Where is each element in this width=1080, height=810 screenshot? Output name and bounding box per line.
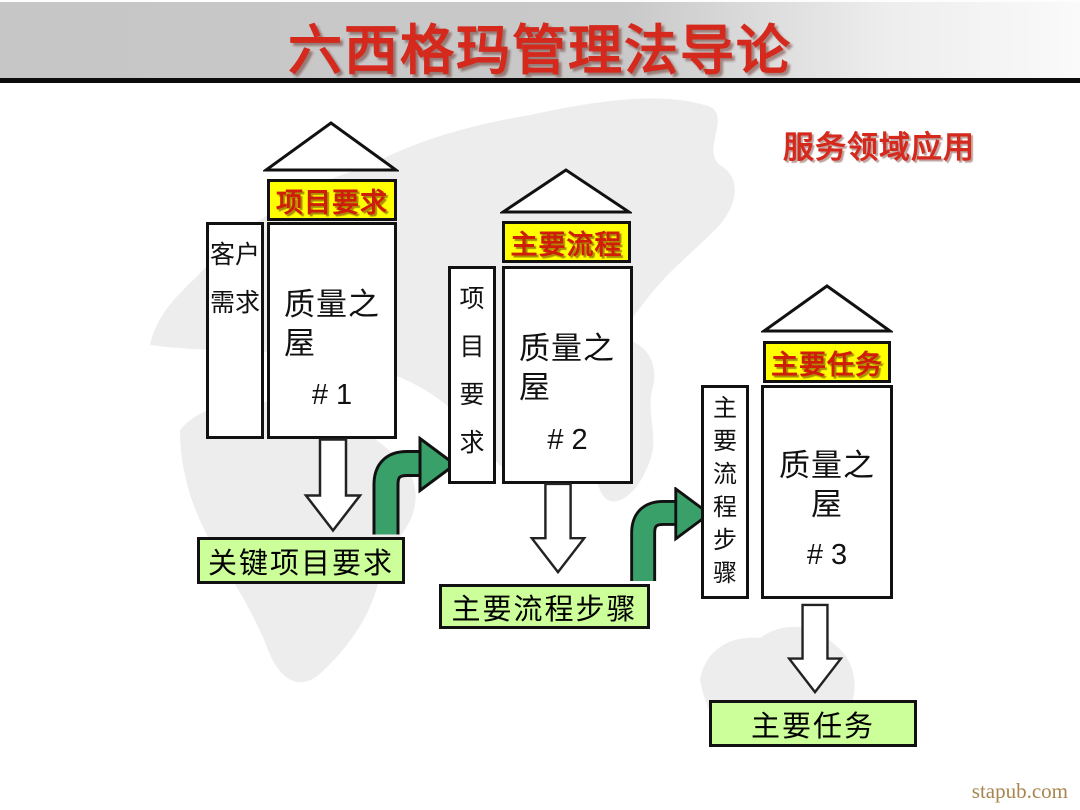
domain-annotation: 服务领域应用 [783, 130, 975, 165]
house2-body-label: 质量之屋 [519, 331, 615, 405]
down-arrow-icon-2 [529, 482, 587, 575]
house3-number: # 3 [806, 539, 848, 571]
house1-result-box: 关键项目要求 [197, 537, 405, 584]
house1-body-label: 质量之屋 [284, 287, 380, 361]
site-watermark: stapub.com [971, 779, 1068, 803]
down-arrow-icon-1 [303, 438, 363, 533]
house3-body: 质量之屋 # 3 [761, 385, 893, 599]
house1-number: # 1 [311, 379, 353, 411]
curved-arrow-icon-2 [630, 487, 712, 581]
roof-icon-house1 [263, 121, 399, 172]
house2-body: 质量之屋 # 2 [502, 266, 633, 484]
banner-rule [0, 78, 1080, 83]
house3-roof-label: 主要任务 [763, 341, 891, 383]
down-arrow-icon-3 [786, 603, 844, 695]
house1-side-label: 客户需求 [206, 222, 264, 439]
house3-side-label: 主要流程步骤 [701, 385, 749, 599]
house3-body-label: 质量之屋 [779, 448, 875, 522]
house1-roof-label: 项目要求 [267, 179, 397, 221]
curved-arrow-icon-1 [372, 436, 457, 535]
roof-icon-house3 [761, 284, 893, 333]
house1-body: 质量之屋 # 1 [267, 222, 397, 439]
house3-result-box: 主要任务 [709, 700, 917, 747]
roof-icon-house2 [500, 168, 632, 214]
house2-side-label: 项目要求 [448, 266, 496, 484]
house2-roof-label: 主要流程 [502, 221, 631, 263]
title-banner [0, 0, 1080, 78]
slide-title: 六西格玛管理法导论 [288, 21, 792, 81]
house2-result-box: 主要流程步骤 [439, 584, 650, 629]
house2-number: # 2 [547, 424, 588, 456]
